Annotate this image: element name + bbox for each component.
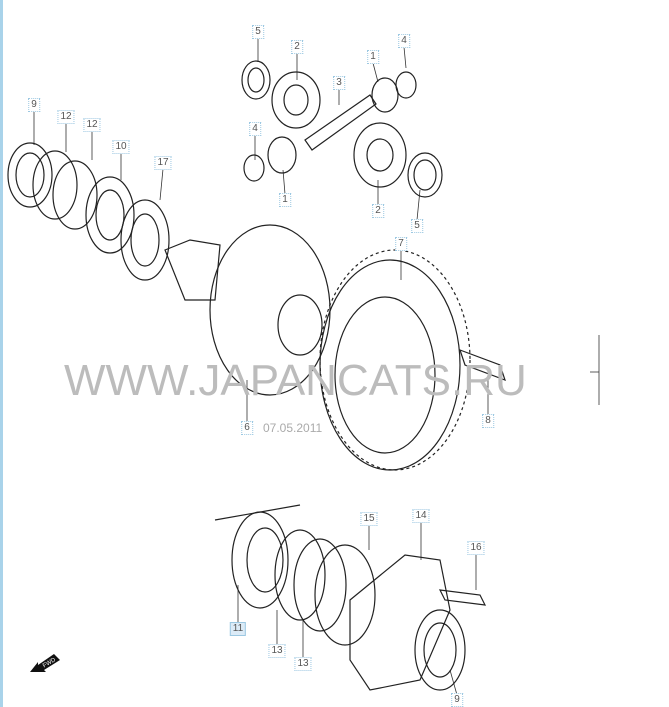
callout-12[interactable]: 12 [57, 110, 75, 124]
callout-13[interactable]: 13 [294, 657, 312, 671]
callout-9[interactable]: 9 [28, 98, 40, 112]
left-bearings [7, 142, 170, 281]
callout-15[interactable]: 15 [360, 512, 378, 526]
callout-8[interactable]: 8 [482, 414, 494, 428]
leader-lines [33, 38, 600, 696]
watermark: WWW.JAPANCATS.RU [64, 356, 527, 405]
callout-13[interactable]: 13 [268, 644, 286, 658]
callout-2[interactable]: 2 [372, 204, 384, 218]
callout-12[interactable]: 12 [83, 118, 101, 132]
callout-11[interactable]: 11 [229, 622, 247, 636]
callout-14[interactable]: 14 [412, 509, 430, 523]
callout-6[interactable]: 6 [241, 421, 253, 435]
ring-gear [319, 249, 506, 471]
lower-bearing-group [214, 504, 487, 691]
forward-arrow-icon: FWD [30, 654, 60, 672]
callout-1[interactable]: 1 [367, 50, 379, 64]
callout-7[interactable]: 7 [395, 237, 407, 251]
callout-5[interactable]: 5 [411, 219, 423, 233]
callout-2[interactable]: 2 [291, 40, 303, 54]
pinion-gears [241, 60, 443, 198]
callout-1[interactable]: 1 [279, 193, 291, 207]
callout-10[interactable]: 10 [112, 140, 130, 154]
callout-17[interactable]: 17 [154, 156, 172, 170]
callout-3[interactable]: 3 [333, 76, 345, 90]
callout-5[interactable]: 5 [252, 25, 264, 39]
callout-4[interactable]: 4 [249, 122, 261, 136]
left-edge-border [0, 0, 3, 707]
callout-16[interactable]: 16 [467, 541, 485, 555]
callout-4[interactable]: 4 [398, 34, 410, 48]
callout-9[interactable]: 9 [451, 693, 463, 707]
diagram-date: 07.05.2011 [263, 421, 323, 435]
